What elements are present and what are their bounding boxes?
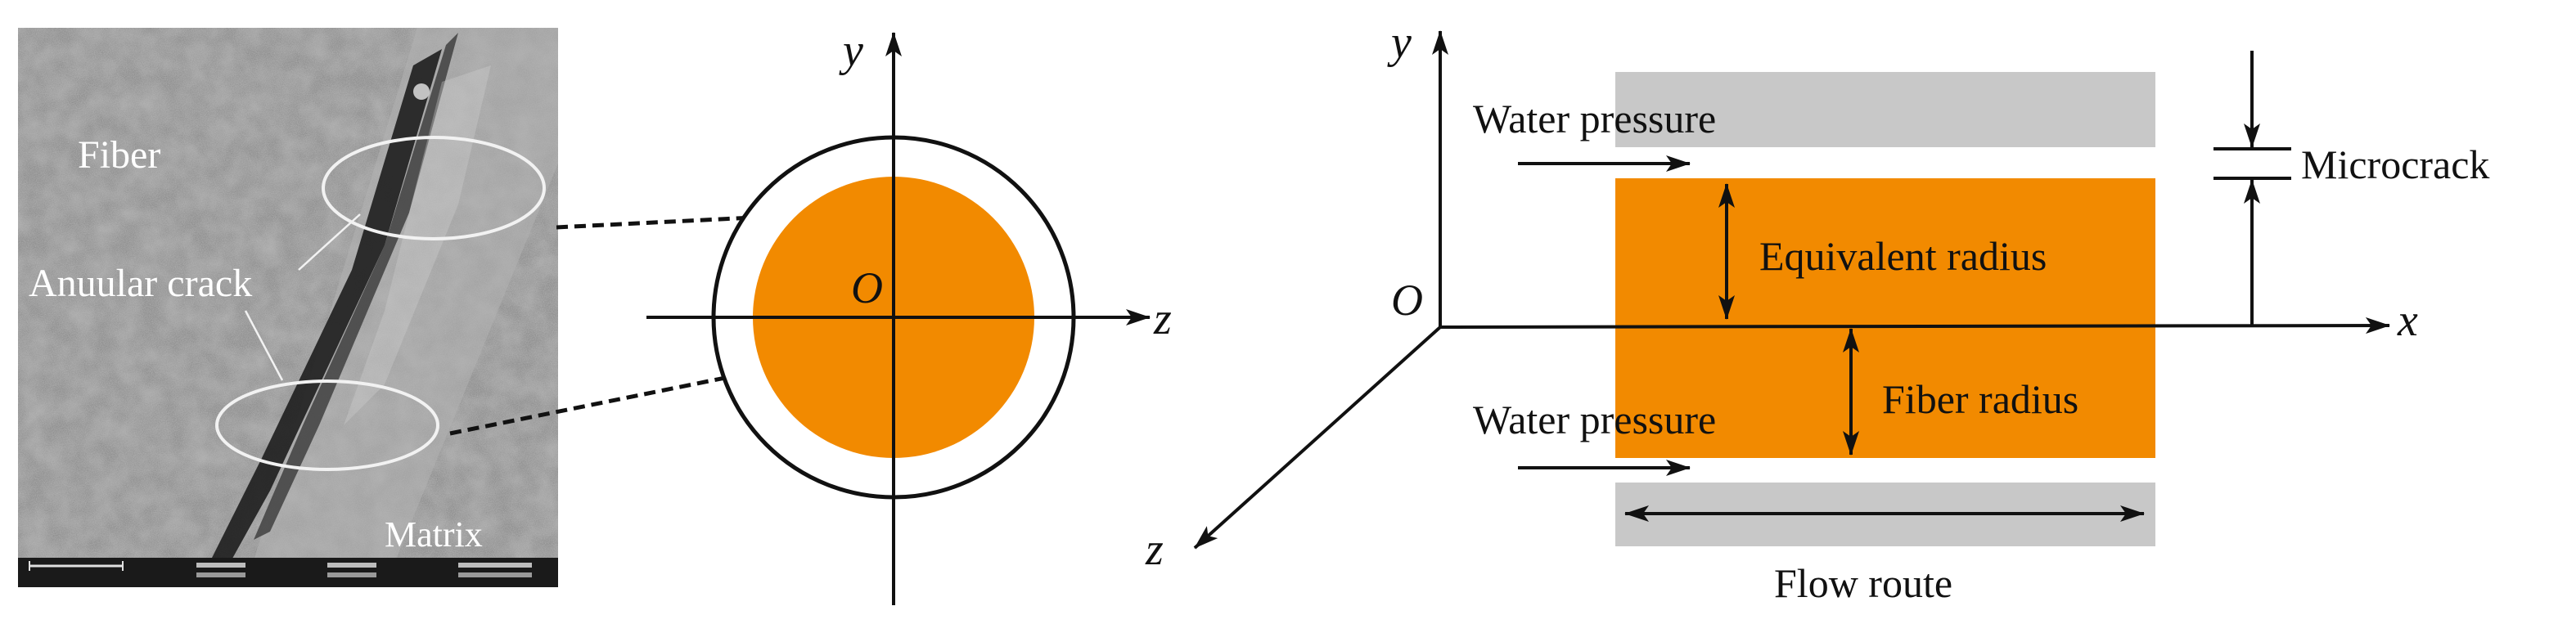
leader-line-lower: [244, 310, 284, 381]
fiber-body: [1615, 178, 2155, 458]
flow-route-label: Flow route: [1774, 560, 1952, 606]
flow-axis-y-label: y: [1387, 17, 1412, 68]
top-matrix-layer: [1615, 72, 2155, 147]
flow-axis-z-label: z: [1145, 524, 1164, 575]
cross-axis-y-label: y: [839, 25, 863, 76]
flow-diagram: y x z O Water pressure Water pressure Eq…: [1145, 17, 2489, 606]
cross-section: y z O: [646, 25, 1172, 605]
flow-axis-z: [1193, 325, 1442, 550]
cross-origin-label: O: [851, 263, 883, 312]
flow-origin-label: O: [1391, 276, 1423, 325]
water-pressure-label-bottom: Water pressure: [1473, 397, 1716, 442]
crack-ellipse-lower: [215, 379, 439, 471]
flow-axis-x-label: x: [2397, 295, 2418, 346]
fiber-radius-label: Fiber radius: [1882, 376, 2078, 422]
flow-axis-x: [1439, 317, 2390, 334]
sem-label-matrix: Matrix: [385, 514, 483, 554]
sem-label-fiber: Fiber: [78, 133, 160, 177]
crack-ellipse-upper: [322, 136, 546, 240]
equivalent-radius-label: Equivalent radius: [1759, 233, 2047, 279]
sem-label-crack: Anuular crack: [29, 262, 252, 305]
water-pressure-label-top: Water pressure: [1473, 96, 1716, 141]
leader-line-upper: [298, 213, 361, 271]
sem-micrograph: [18, 28, 558, 587]
cross-axis-z-label: z: [1153, 294, 1172, 344]
microcrack-label: Microcrack: [2301, 141, 2489, 187]
